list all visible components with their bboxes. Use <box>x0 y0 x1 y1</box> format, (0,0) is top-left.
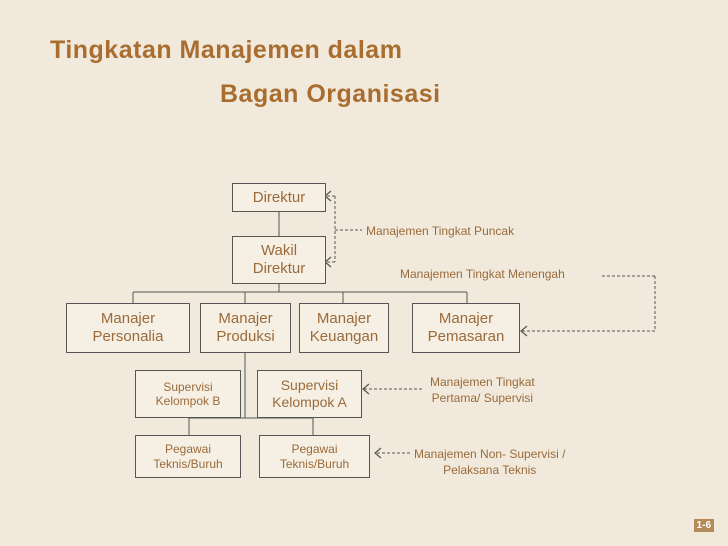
arrow-supervisi-a <box>362 383 370 395</box>
annotation-non-supervisi: Manajemen Non- Supervisi / Pelaksana Tek… <box>414 447 566 478</box>
label-manajer-pemasaran: Manajer Pemasaran <box>427 310 505 345</box>
arrow-pemasaran <box>520 325 528 337</box>
slide-number: 1-6 <box>693 519 714 532</box>
label-pegawai-teknis-b: Pegawai Teknis/Buruh <box>153 442 223 471</box>
annotation-pertama: Manajemen Tingkat Pertama/ Supervisi <box>430 375 535 406</box>
label-pegawai-teknis-a: Pegawai Teknis/Buruh <box>279 442 350 471</box>
box-manajer-pemasaran: Manajer Pemasaran <box>412 303 520 353</box>
annotation-menengah: Manajemen Tingkat Menengah <box>400 267 565 281</box>
box-pegawai-teknis-a: Pegawai Teknis/Buruh <box>259 435 370 478</box>
label-supervisi-kelompok-a: Supervisi Kelompok A <box>272 377 347 410</box>
box-supervisi-kelompok-b: Supervisi Kelompok B <box>135 370 241 418</box>
label-manajer-personalia: Manajer Personalia <box>92 310 164 345</box>
title-line-1: Tingkatan Manajemen dalam <box>50 36 403 64</box>
label-supervisi-kelompok-b: Supervisi Kelompok B <box>155 379 221 408</box>
box-supervisi-kelompok-a: Supervisi Kelompok A <box>257 370 362 418</box>
arrow-pegawai-a <box>374 447 382 459</box>
label-manajer-keuangan: Manajer Keuangan <box>309 310 379 345</box>
label-direktur: Direktur <box>252 188 306 206</box>
box-manajer-personalia: Manajer Personalia <box>66 303 190 353</box>
box-manajer-produksi: Manajer Produksi <box>200 303 291 353</box>
title-line-2: Bagan Organisasi <box>220 80 441 108</box>
annotation-puncak: Manajemen Tingkat Puncak <box>366 224 515 238</box>
box-wakil-direktur: Wakil Direktur <box>232 236 326 284</box>
box-manajer-keuangan: Manajer Keuangan <box>299 303 389 353</box>
label-manajer-produksi: Manajer Produksi <box>216 310 275 345</box>
box-direktur: Direktur <box>232 183 326 212</box>
label-wakil-direktur: Wakil Direktur <box>252 242 306 277</box>
box-pegawai-teknis-b: Pegawai Teknis/Buruh <box>135 435 241 478</box>
